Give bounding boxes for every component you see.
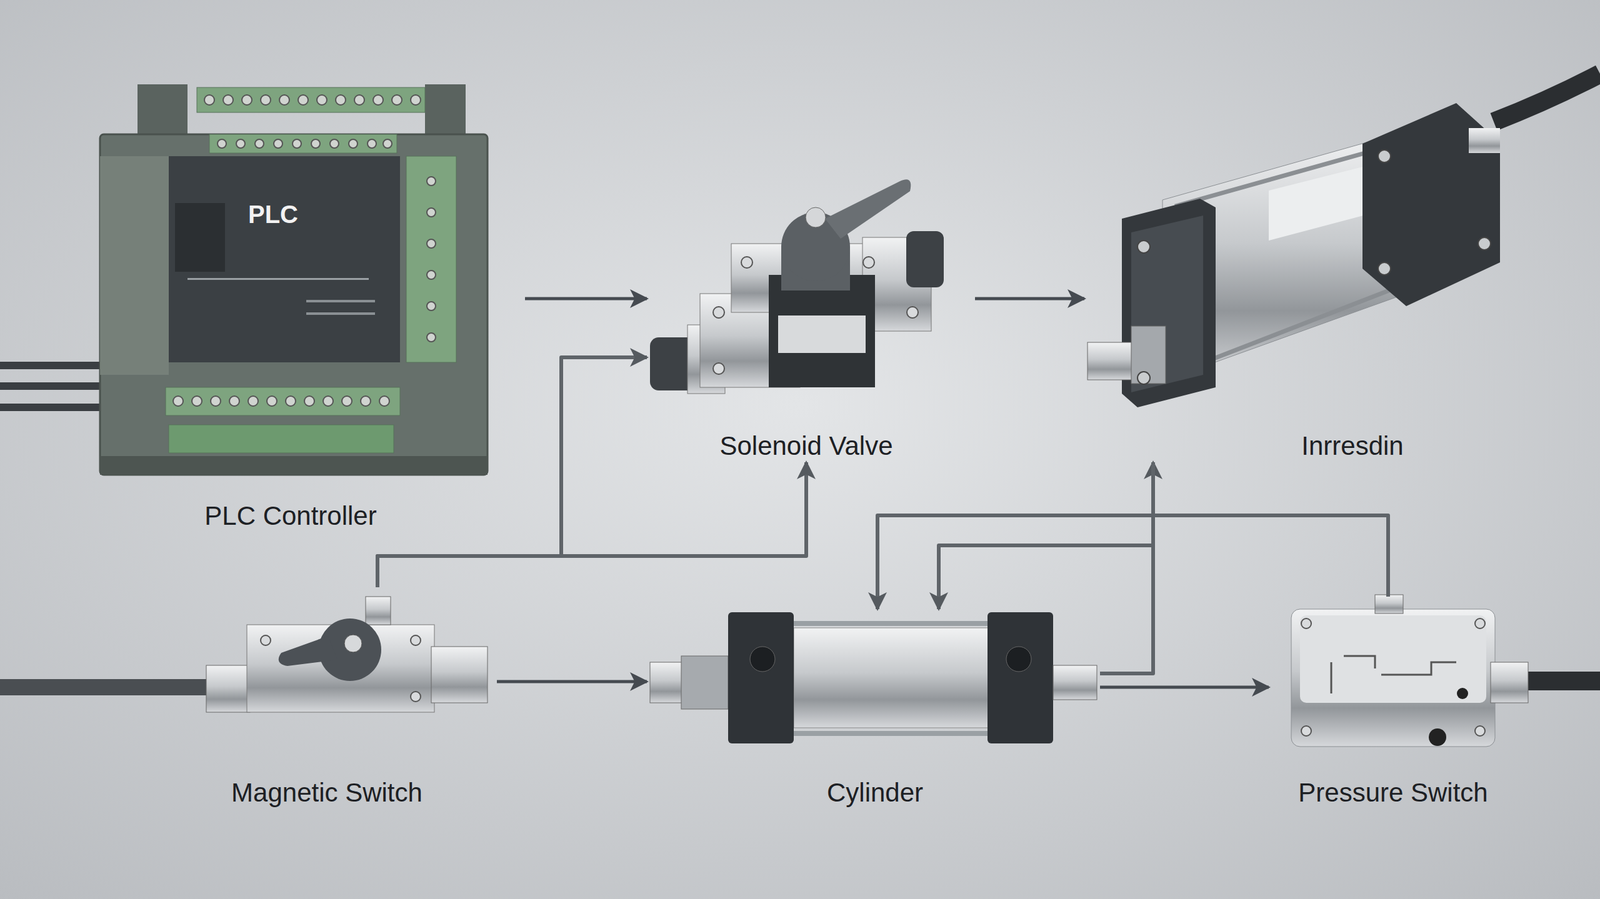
terminal-strip xyxy=(196,87,425,113)
switch-lever xyxy=(278,636,338,667)
component-node: Solenoid Valve xyxy=(646,168,975,463)
valve-screw xyxy=(805,207,826,228)
plc-display xyxy=(175,203,225,272)
schematic-symbol xyxy=(1331,656,1457,694)
plc-panel-line xyxy=(306,312,375,315)
cylinder-port xyxy=(750,646,775,672)
component-label: Inrresdin xyxy=(1133,430,1572,462)
component-label: PLC Controller xyxy=(71,500,510,532)
switch-fitting xyxy=(1375,595,1404,614)
rod-nut xyxy=(1131,326,1166,384)
valve-label-plate xyxy=(778,315,866,354)
solenoid-valve-illustration xyxy=(650,179,944,394)
plc-module xyxy=(100,156,169,375)
pressure-switch-illustration xyxy=(1291,595,1600,747)
terminal-screws xyxy=(173,95,436,407)
pressure-switch-face xyxy=(1300,615,1487,704)
end-cap xyxy=(1362,103,1500,307)
terminal-strip xyxy=(165,387,400,416)
large-cylinder-illustration xyxy=(1087,73,1600,408)
component-label: Solenoid Valve xyxy=(587,430,1025,462)
terminal-strip xyxy=(406,156,457,363)
cylinder-fitting xyxy=(1468,128,1500,154)
cylinder-label-plate xyxy=(1268,163,1375,241)
switch-port xyxy=(1428,728,1447,747)
valve-coil xyxy=(768,275,875,388)
end-cap xyxy=(987,612,1054,744)
plc-housing xyxy=(425,84,466,135)
plc-front-panel xyxy=(168,156,400,363)
component-label: Pressure Switch xyxy=(1174,777,1600,809)
box-screws xyxy=(1301,618,1485,737)
pneumatic-line xyxy=(1100,462,1154,674)
valve-lever xyxy=(825,179,911,239)
component-node: Cylinder xyxy=(646,609,1100,813)
device-marking: PLC xyxy=(54,199,492,230)
pneumatic-line xyxy=(877,515,1389,610)
switch-indicator xyxy=(1456,688,1469,700)
plc-illustration xyxy=(0,84,488,475)
pneumatic-line xyxy=(938,462,1154,610)
plc-housing xyxy=(137,84,188,138)
plc-body xyxy=(100,134,488,475)
end-cap-face xyxy=(1131,215,1204,393)
component-node: Inrresdin xyxy=(1084,93,1510,463)
tie-rod xyxy=(793,623,991,734)
end-cap xyxy=(1121,198,1216,408)
cylinder-port xyxy=(1006,646,1032,672)
cylinder-cable xyxy=(1493,73,1600,122)
switch-fitting xyxy=(206,665,250,713)
terminal-strip xyxy=(168,425,394,454)
valve-screws xyxy=(713,256,919,375)
piston-rod xyxy=(1087,342,1138,380)
component-node: Pressure Switch xyxy=(1268,596,1519,813)
switch-screw xyxy=(344,635,362,653)
flow-arrow xyxy=(975,297,1085,301)
switch-fitting xyxy=(1490,662,1529,704)
switch-screws xyxy=(260,635,421,702)
plc-panel-line xyxy=(306,300,375,303)
cylinder-barrel xyxy=(793,628,991,729)
cylinder-illustration xyxy=(650,612,1097,744)
flow-arrow xyxy=(496,680,647,684)
plc-panel-line xyxy=(187,278,369,280)
cylinder-nut xyxy=(681,656,729,710)
switch-fitting xyxy=(431,646,488,704)
switch-fitting xyxy=(365,596,391,625)
cap-screws xyxy=(1137,150,1491,385)
terminal-strip xyxy=(209,134,397,154)
valve-fitting xyxy=(906,231,944,288)
plc-base-rail xyxy=(100,456,488,475)
pneumatic-line xyxy=(377,357,647,588)
end-cap xyxy=(728,612,794,744)
flow-arrow xyxy=(525,297,647,301)
magnetic-switch-illustration xyxy=(0,596,488,713)
component-label: Magnetic Switch xyxy=(108,777,546,809)
component-label: Cylinder xyxy=(656,777,1094,809)
component-node: Magnetic Switch xyxy=(203,587,497,813)
flow-arrow xyxy=(1100,686,1269,690)
pneumatic-line xyxy=(377,462,807,588)
switch-cable xyxy=(0,679,213,696)
cylinder-fitting xyxy=(1053,665,1097,700)
pressure-switch-box xyxy=(1291,609,1495,747)
component-node: PLCPLC Controller xyxy=(93,78,525,535)
